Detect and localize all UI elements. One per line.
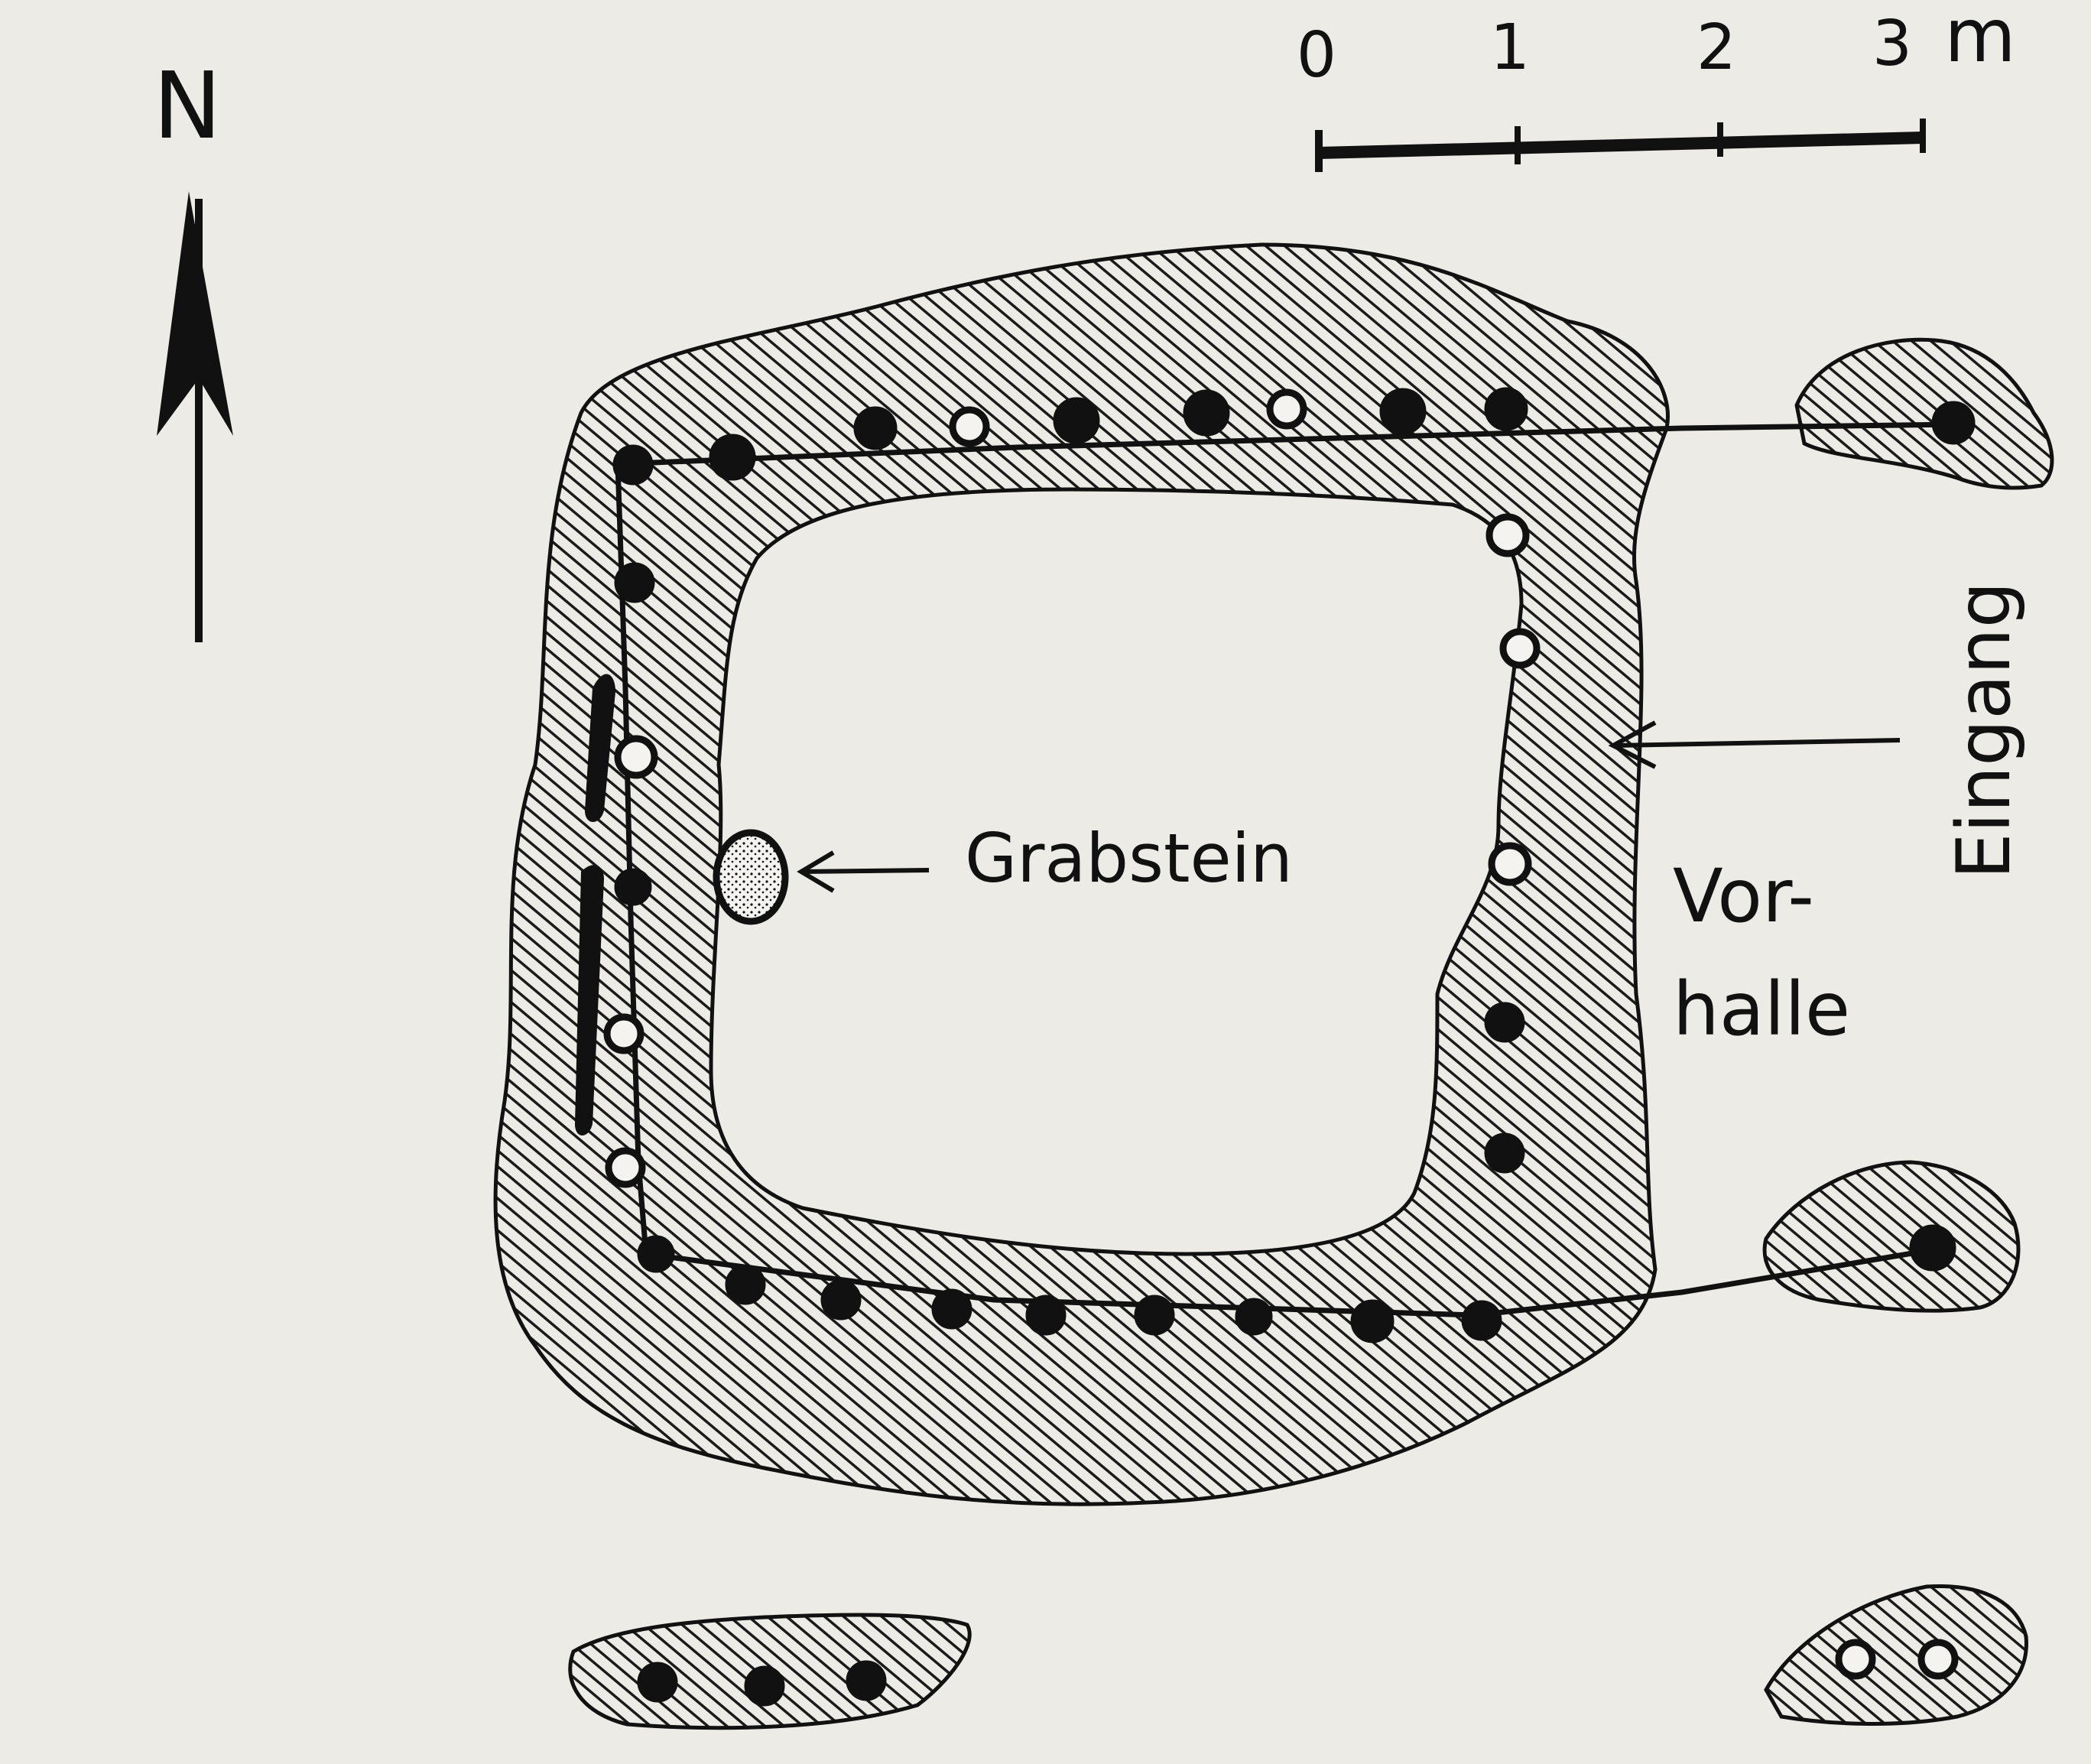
post-hole-open <box>1835 1639 1876 1680</box>
grave-stone-arrow <box>797 850 930 893</box>
post-hole-filled <box>1183 389 1230 437</box>
post-hole-open <box>603 1013 645 1054</box>
post-hole-filled <box>725 1264 766 1305</box>
scale-tick-label-3: 3 <box>1872 8 1912 80</box>
post-hole-filled <box>820 1279 862 1321</box>
scale-tick-label-1: 1 <box>1490 11 1530 84</box>
post-hole-filled <box>1134 1295 1175 1336</box>
post-holes <box>603 387 1976 1707</box>
scale-bar-line <box>1318 132 1924 159</box>
post-hole-open <box>949 406 990 447</box>
scale-tick-label-2: 2 <box>1697 11 1736 84</box>
pit-southeast <box>1764 1584 2028 1726</box>
post-hole-filled <box>931 1288 972 1330</box>
post-hole-filled <box>1909 1224 1956 1272</box>
post-hole-filled <box>1484 1002 1525 1043</box>
east-lobe-south <box>1762 1160 2021 1313</box>
post-hole-filled <box>1484 387 1528 431</box>
wall-band <box>493 242 1670 1506</box>
post-hole-filled <box>637 1662 678 1703</box>
grave-stone <box>713 829 789 925</box>
scale-tick-label-0: 0 <box>1297 19 1336 92</box>
scale-unit-label: m <box>1944 0 2016 79</box>
post-hole-filled <box>1379 388 1427 435</box>
post-hole-filled <box>1350 1299 1395 1343</box>
post-hole-open <box>1488 842 1532 886</box>
post-hole-filled <box>1025 1295 1067 1336</box>
post-hole-open <box>1266 388 1307 430</box>
post-hole-open <box>1917 1639 1959 1680</box>
post-hole-filled <box>637 1235 675 1273</box>
north-arrow-head <box>157 191 233 436</box>
post-hole-filled <box>1461 1300 1502 1341</box>
post-hole-filled <box>1235 1298 1273 1336</box>
post-hole-filled <box>1053 397 1100 444</box>
post-hole-open <box>605 1147 646 1188</box>
grave-stone-label: Grabstein <box>965 819 1293 898</box>
post-hole-open <box>1485 513 1530 557</box>
west-trench-2 <box>575 865 604 1135</box>
post-hole-filled <box>1931 401 1976 445</box>
post-hole-filled <box>846 1660 887 1701</box>
post-hole-filled <box>612 444 654 486</box>
north-arrow: N <box>153 54 233 642</box>
post-hole-filled <box>709 434 756 481</box>
entrance-label: Eingang <box>1941 581 2027 879</box>
post-hole-open <box>1499 628 1541 669</box>
post-hole-filled <box>614 562 655 603</box>
scale-bar: 0 1 2 3 m <box>1297 0 2016 172</box>
west-trench-1 <box>585 674 615 822</box>
east-lobe-north <box>1794 337 2054 490</box>
porch-label-line2: halle <box>1673 966 1850 1052</box>
wall-line-north <box>617 421 1954 467</box>
post-hole-filled <box>614 868 652 906</box>
entrance-arrow <box>1608 720 1901 769</box>
wall-line-west <box>615 463 649 1255</box>
porch-label-line1: Vor- <box>1673 853 1814 939</box>
post-hole-filled <box>744 1665 785 1707</box>
post-hole-filled <box>1484 1132 1525 1174</box>
north-label: N <box>153 54 222 160</box>
post-hole-filled <box>853 406 898 450</box>
post-hole-open <box>614 735 658 779</box>
